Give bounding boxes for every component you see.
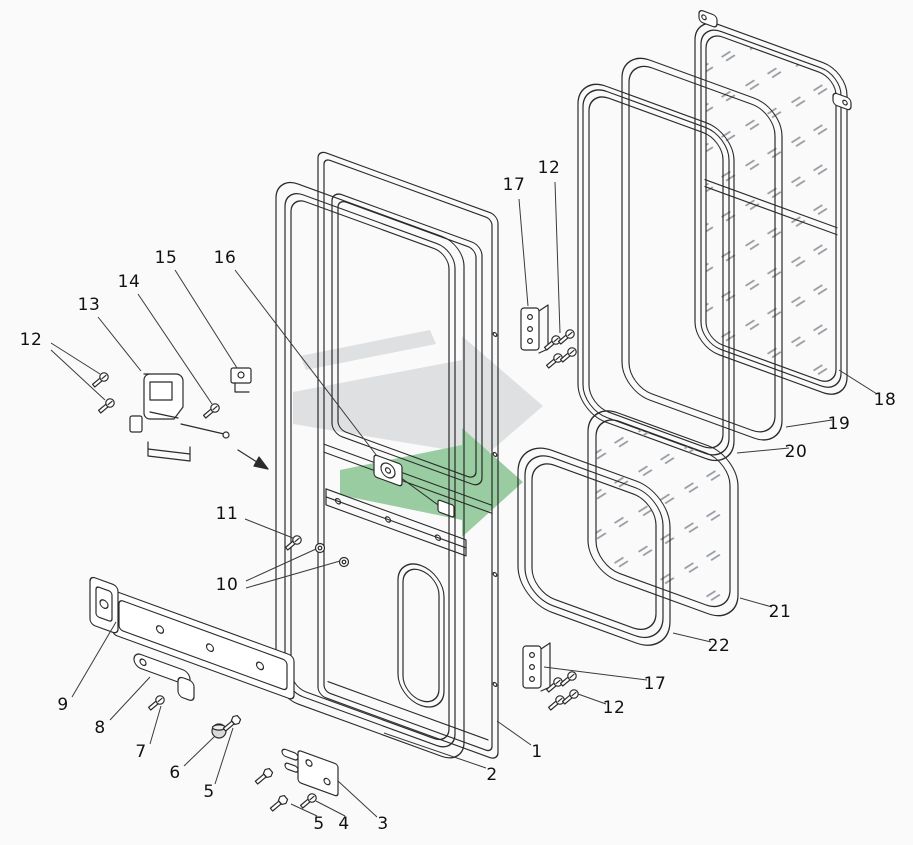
part-handle-bracket — [281, 748, 339, 797]
leader-line — [739, 597, 773, 608]
part-hinge-bracket — [89, 576, 295, 700]
leader-line — [518, 198, 529, 307]
glass-latch-side-icon — [832, 92, 852, 111]
fasteners-regulator — [283, 533, 350, 568]
leader-line — [554, 181, 561, 334]
leader-line — [290, 803, 318, 817]
screws-lock — [90, 370, 117, 416]
leader-line — [672, 632, 712, 643]
leader-line — [174, 269, 238, 369]
part-quarter-seal — [517, 447, 671, 646]
part-sliding-glass-frame — [694, 10, 852, 395]
leader-line — [109, 676, 151, 721]
part-door-lock — [129, 373, 230, 462]
part-window-regulator — [373, 454, 455, 518]
leader-line — [736, 447, 790, 454]
leader-line — [183, 736, 215, 767]
leader-line — [97, 316, 142, 372]
bolt-hinge — [221, 713, 243, 734]
glass-latch-top-icon — [698, 10, 718, 28]
leader-line — [234, 269, 378, 457]
leader-line — [245, 548, 317, 582]
screw-lock — [201, 401, 222, 421]
leader-line — [244, 518, 294, 539]
part-hinge-plate-top — [520, 304, 549, 354]
leader-line — [337, 780, 378, 818]
leader-line — [543, 666, 648, 681]
leader-line — [577, 693, 607, 705]
watermark-logo — [293, 330, 543, 537]
part-glass-seal — [621, 57, 783, 441]
leader-lines — [50, 181, 878, 818]
leader-line — [838, 369, 878, 395]
leader-line — [315, 800, 346, 817]
part-hinge-arm — [133, 653, 195, 701]
leader-line — [149, 705, 162, 745]
leader-line — [383, 732, 487, 769]
leader-line — [245, 560, 341, 589]
leader-line — [50, 342, 101, 375]
leader-line — [785, 419, 833, 428]
part-quarter-glass — [587, 410, 739, 617]
leader-line — [71, 621, 117, 698]
leader-line — [137, 293, 213, 405]
part-cap — [211, 723, 227, 739]
part-striker-bracket — [230, 367, 252, 393]
part-hinge-plate-bottom — [522, 642, 551, 692]
leader-line — [214, 727, 234, 785]
part-door-window-seal — [275, 181, 465, 759]
screw-hinge — [146, 693, 167, 713]
leader-line — [496, 720, 532, 746]
leader-line — [50, 349, 106, 401]
direction-arrow-icon — [237, 449, 269, 470]
